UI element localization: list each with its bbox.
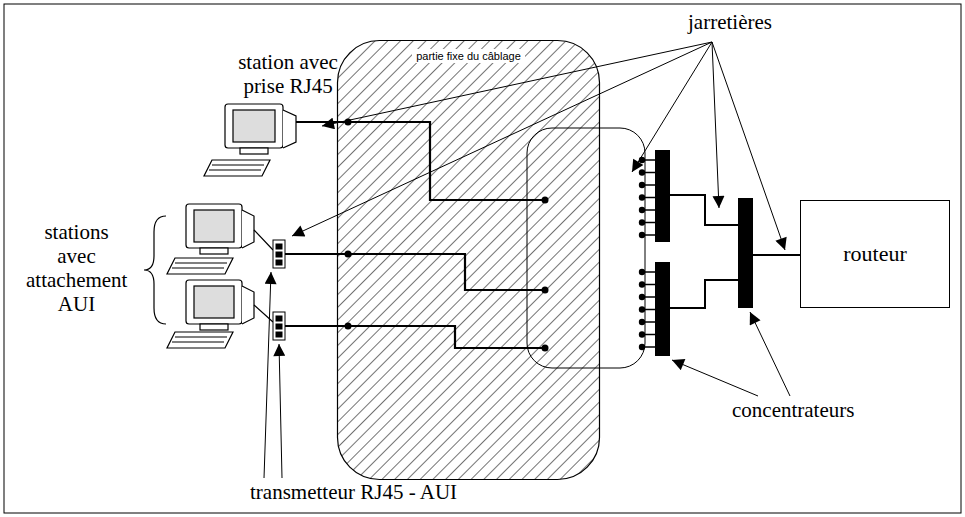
transceiver [273,240,285,340]
router-label: routeur [843,241,907,267]
brace [144,216,166,324]
patch-port-dot [639,319,645,325]
patch-port-dot [639,294,645,300]
patch-port-dot [639,269,645,275]
fixed-cabling-region: partie fixe du câblage [337,40,600,480]
computer-icon [167,204,254,274]
uplink-wire [670,195,800,308]
patch-port-dot [639,281,645,287]
callout-label: transmetteur RJ45 - AUI [250,480,457,504]
patch-port-dot [639,182,645,188]
patch-port-dot [639,331,645,337]
router-box: routeur [800,200,950,308]
callout-label: jarretières [688,10,772,34]
computer-icon [204,104,296,176]
callout-label: stations avec attachement AUI [26,220,127,316]
patch-port-dot [639,194,645,200]
callout-label: station avec prise RJ45 [218,50,358,98]
region-title: partie fixe du câblage [412,49,525,63]
hatched-outline [337,40,600,480]
callout-label: concentrateurs [732,398,854,422]
patch-port-dot [639,344,645,350]
frame [4,4,961,513]
patch-port [639,157,655,350]
computer-icon [167,280,254,348]
patch-port-dot [639,232,645,238]
patch-port-dot [639,169,645,175]
patch-port-dot [639,306,645,312]
patch-port-dot [639,207,645,213]
concentrator-bar [655,150,753,356]
hatched-region [338,41,600,480]
patch-port-dot [639,219,645,225]
